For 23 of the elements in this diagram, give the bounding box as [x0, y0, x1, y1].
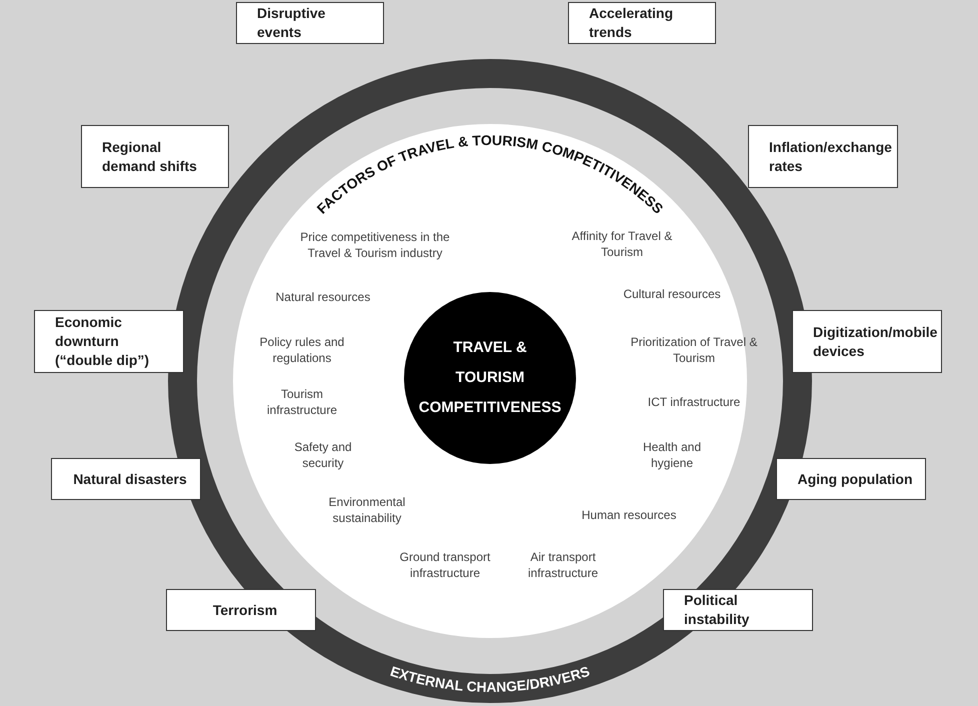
driver-box: Disruptive events [236, 2, 384, 44]
driver-box: Accelerating trends [568, 2, 716, 44]
driver-box: Regional demand shifts [81, 125, 229, 188]
factor-label: Price competitiveness in the Travel & Tourism industry [299, 229, 451, 261]
driver-box: Natural disasters [51, 458, 201, 500]
center-circle: TRAVEL & TOURISM COMPETITIVENESS [404, 292, 576, 464]
factor-label: Safety and security [293, 439, 353, 471]
factor-label: ICT infrastructure [646, 394, 742, 410]
factor-label: Cultural resources [622, 286, 722, 302]
factor-label: Tourism infrastructure [266, 386, 338, 418]
factor-label: Affinity for Travel & Tourism [570, 228, 674, 260]
factor-label: Human resources [580, 507, 678, 523]
driver-box: Aging population [776, 458, 926, 500]
factor-label: Policy rules and regulations [258, 334, 346, 366]
driver-box: Digitization/mobile devices [792, 310, 942, 373]
factor-label: Prioritization of Travel & Tourism [630, 334, 758, 366]
factor-label: Environmental sustainability [328, 494, 406, 526]
driver-box: Economic downturn (“double dip”) [34, 310, 184, 373]
factor-label: Air transport infrastructure [526, 549, 600, 581]
driver-box: Inflation/exchange rates [748, 125, 898, 188]
factor-label: Natural resources [274, 289, 372, 305]
factor-label: Ground transport infrastructure [398, 549, 492, 581]
factor-label: Health and hygiene [642, 439, 702, 471]
